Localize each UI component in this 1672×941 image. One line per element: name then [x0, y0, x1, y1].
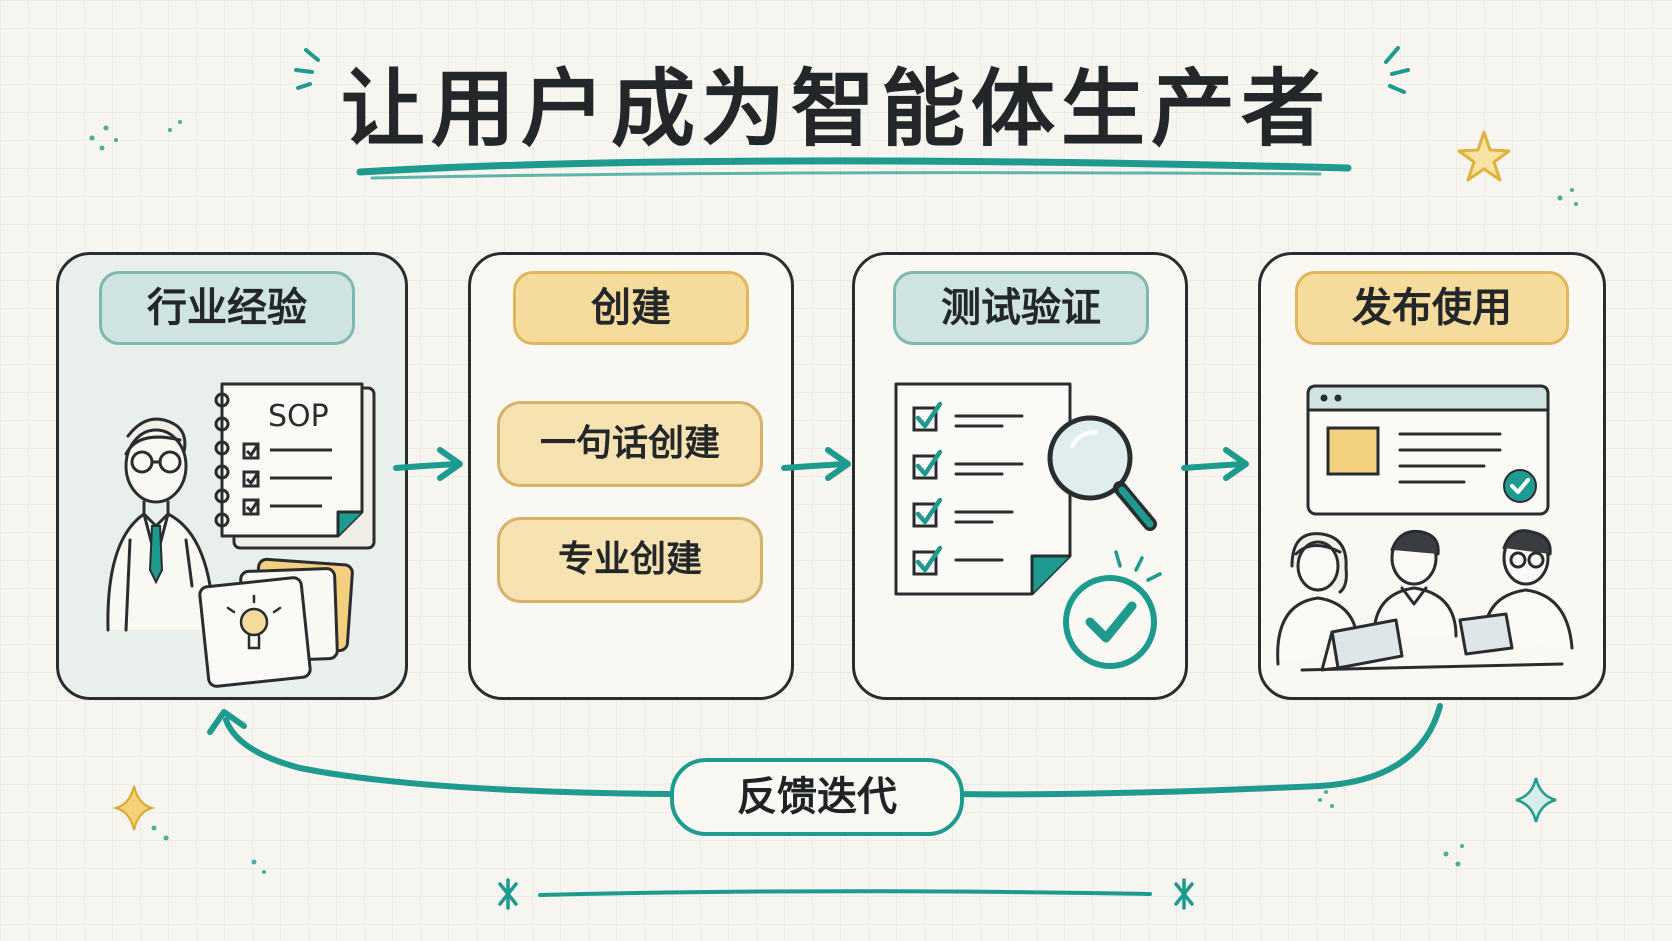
- step-title-industry-experience: 行业经验: [99, 271, 355, 345]
- check-circle-icon: [1063, 550, 1162, 669]
- create-option-one-sentence[interactable]: 一句话创建: [497, 401, 763, 487]
- sparkle-icon: [294, 46, 1410, 94]
- arrow-right-icon: [1181, 461, 1247, 471]
- arrow-up-icon: [207, 709, 247, 735]
- step-panel-create: 创建 一句话创建 专业创建: [468, 252, 794, 700]
- users-with-laptops-icon: [1276, 529, 1574, 672]
- sparkle-icon: [1515, 777, 1557, 823]
- star-icon: [1457, 130, 1511, 182]
- arrow-right-icon: [393, 461, 461, 471]
- step-title-test-verify: 测试验证: [893, 271, 1149, 345]
- step-title-publish-use: 发布使用: [1295, 271, 1569, 345]
- create-option-professional[interactable]: 专业创建: [497, 517, 763, 603]
- sop-document-icon: SOP: [214, 382, 376, 550]
- feedback-iteration-label: 反馈迭代: [670, 758, 964, 836]
- feedback-loop-arrow: [949, 703, 1443, 798]
- page-title: 让用户成为智能体生产者: [340, 60, 1331, 158]
- step-title-create: 创建: [513, 271, 749, 345]
- sop-label: SOP: [268, 399, 329, 434]
- idea-cards-icon: [198, 557, 354, 688]
- sparkle-icon: [112, 785, 156, 831]
- magnifier-icon: [1047, 415, 1157, 531]
- scientist-icon: [106, 417, 216, 632]
- arrow-right-icon: [781, 461, 849, 471]
- app-window-icon: [1306, 384, 1550, 516]
- checklist-document-icon: [894, 382, 1072, 596]
